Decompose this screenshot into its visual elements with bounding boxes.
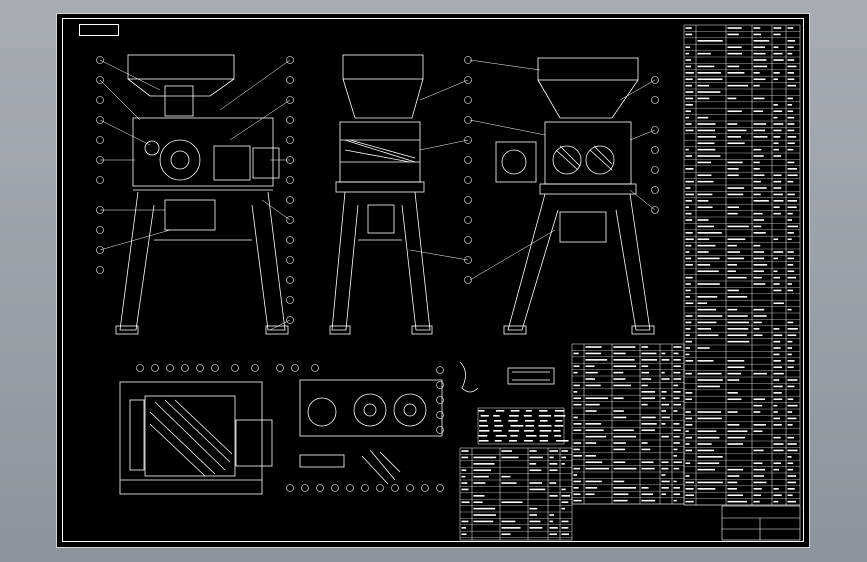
front-view [115,54,289,335]
technical-notes-marks [478,410,569,442]
parts-list-middle [571,343,685,505]
leader-lines [99,59,656,331]
parts-list-text-marks [461,27,798,536]
parts-list-bottom [459,447,573,541]
parts-list-rows [460,31,800,538]
detail-views [459,361,565,445]
drawing-sheet [56,13,810,548]
section-view [299,379,443,485]
top-view [119,381,273,495]
side-view [329,54,433,335]
drawing-number-stamp [79,24,119,36]
title-block [721,505,801,541]
part-balloons [96,56,659,492]
rear-view [495,57,655,335]
